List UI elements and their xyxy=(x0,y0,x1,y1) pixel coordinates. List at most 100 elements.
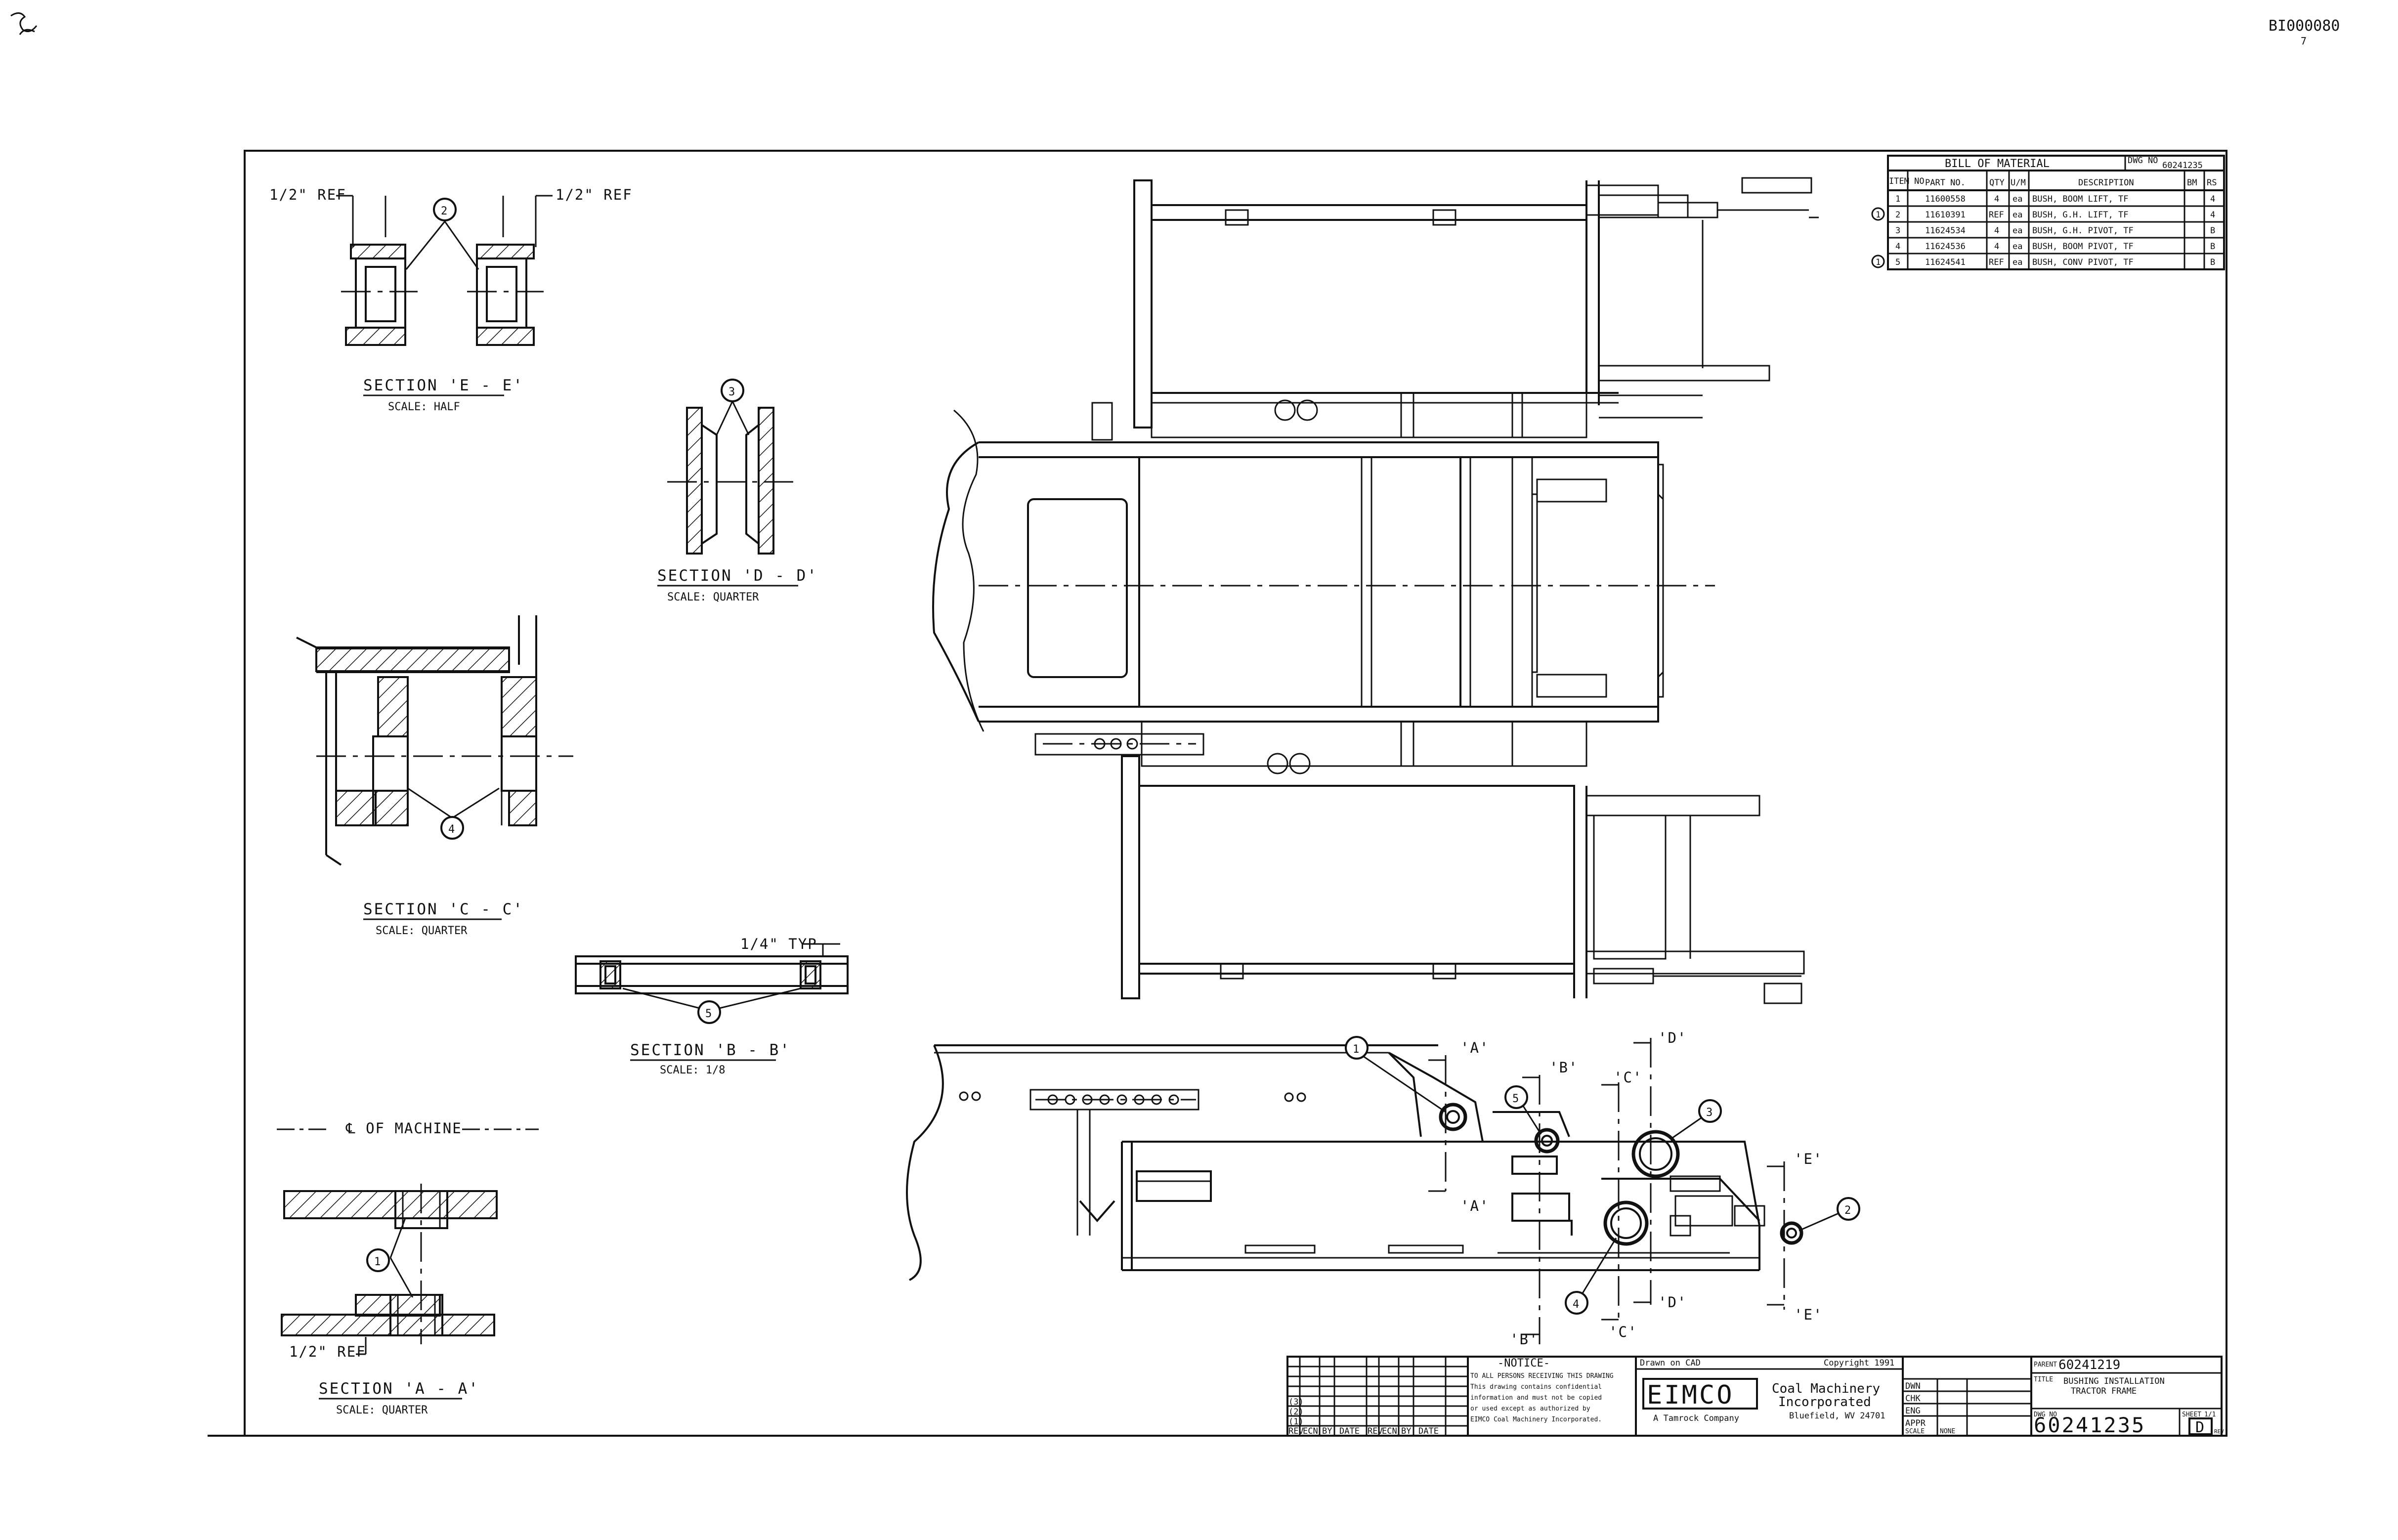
svg-text:CHK: CHK xyxy=(1905,1394,1921,1404)
parent-number: 60241219 xyxy=(2058,1358,2120,1372)
svg-text:1: 1 xyxy=(1353,1043,1359,1056)
svg-text:NONE: NONE xyxy=(1940,1428,1955,1435)
approval-grid: DWN CHK ENG APPR SCALE NONE xyxy=(1903,1378,2031,1436)
svg-text:4: 4 xyxy=(1994,242,1999,252)
bom-row: 1 5 11624541 REF ea BUSH, CONV PIVOT, TF… xyxy=(1871,255,2215,268)
svg-text:or used except as authorized b: or used except as authorized by xyxy=(1470,1405,1590,1412)
svg-text:4: 4 xyxy=(1994,226,1999,236)
cut-b-bottom: 'B' xyxy=(1510,1331,1539,1348)
svg-text:1: 1 xyxy=(1876,210,1881,220)
svg-text:3: 3 xyxy=(728,386,735,398)
svg-text:11600558: 11600558 xyxy=(1925,194,1966,204)
svg-text:1: 1 xyxy=(1876,257,1881,267)
title-block: (3) (2) (1) REV ECN BY DATE REV ECN BY D… xyxy=(1286,1356,2224,1437)
svg-text:2: 2 xyxy=(441,205,447,217)
section-e-scale: SCALE: HALF xyxy=(388,401,460,413)
drawing-title-area: PARENT 60241219 TITLE BUSHING INSTALLATI… xyxy=(2031,1358,2224,1437)
bom-row: 4 11624536 4 ea BUSH, BOOM PIVOT, TF B xyxy=(1895,242,2215,252)
section-e-title: SECTION 'E - E' xyxy=(363,377,524,394)
corner-mark: 7 xyxy=(2301,35,2307,47)
cut-e-top: 'E' xyxy=(1794,1151,1823,1167)
revision-grid: (3) (2) (1) REV ECN BY DATE REV ECN BY D… xyxy=(1287,1357,1468,1436)
bom-header-desc: DESCRIPTION xyxy=(2078,178,2134,188)
section-a-scale: SCALE: QUARTER xyxy=(336,1404,428,1416)
svg-text:3: 3 xyxy=(1706,1107,1713,1119)
svg-text:REF: REF xyxy=(1989,257,2004,267)
balloon-item-4-side: 4 xyxy=(1565,1291,1588,1315)
bom-row: 1 11600558 4 ea BUSH, BOOM LIFT, TF 4 xyxy=(1895,194,2215,204)
svg-text:REV: REV xyxy=(1368,1426,1383,1436)
cut-d-top: 'D' xyxy=(1658,1029,1687,1046)
svg-text:Copyright 1991: Copyright 1991 xyxy=(1824,1358,1894,1368)
svg-text:11624541: 11624541 xyxy=(1925,257,1966,267)
section-d-title: SECTION 'D - D' xyxy=(657,567,818,585)
svg-text:1: 1 xyxy=(374,1256,381,1268)
svg-text:DWG NO: DWG NO xyxy=(2034,1411,2057,1418)
cut-b-top: 'B' xyxy=(1549,1059,1578,1076)
svg-text:Drawn on CAD: Drawn on CAD xyxy=(1640,1358,1701,1368)
svg-text:BUSH, G.H. LIFT, TF: BUSH, G.H. LIFT, TF xyxy=(2032,210,2128,220)
bom-header-qty: QTY xyxy=(1989,178,2005,188)
svg-text:information and must not be co: information and must not be copied xyxy=(1470,1394,1602,1402)
svg-text:Bluefield, WV 24701: Bluefield, WV 24701 xyxy=(1789,1411,1885,1421)
svg-text:ea: ea xyxy=(2013,257,2022,267)
svg-text:BY: BY xyxy=(1322,1426,1332,1436)
section-c-c: 4 SECTION 'C - C' SCALE: QUARTER xyxy=(296,615,573,937)
svg-text:TITLE: TITLE xyxy=(2034,1376,2053,1383)
svg-text:EIMCO Coal Machinery Incorpora: EIMCO Coal Machinery Incorporated. xyxy=(1470,1416,1602,1423)
svg-text:B: B xyxy=(2210,242,2215,252)
bom-header-um: U/M xyxy=(2011,178,2026,188)
svg-text:B: B xyxy=(2210,226,2215,236)
bom-header-bm: BM xyxy=(2187,178,2197,188)
svg-text:TO ALL PERSONS RECEIVING THIS: TO ALL PERSONS RECEIVING THIS DRAWING xyxy=(1470,1372,1614,1380)
cut-a-bottom: 'A' xyxy=(1460,1198,1489,1214)
balloon-item-5-side: 5 xyxy=(1504,1085,1528,1109)
section-d-scale: SCALE: QUARTER xyxy=(667,591,759,603)
bom-header-item: ITEM NO xyxy=(1889,176,1925,186)
drawing-title-line1: BUSHING INSTALLATION xyxy=(2063,1376,2165,1386)
bom-dwg-label: DWG NO xyxy=(2128,156,2158,166)
svg-text:DATE: DATE xyxy=(1418,1426,1439,1436)
company-block: Drawn on CAD Copyright 1991 EIMCO Coal M… xyxy=(1636,1358,1903,1423)
document-id: BI000080 xyxy=(2269,17,2340,35)
bom-title: BILL OF MATERIAL xyxy=(1945,158,2050,170)
notice-box: -NOTICE- TO ALL PERSONS RECEIVING THIS D… xyxy=(1470,1357,1614,1423)
revision-letter: D xyxy=(2195,1419,2204,1436)
ref-dim-right: 1/2" REF xyxy=(556,186,633,203)
svg-text:3: 3 xyxy=(1895,226,1900,236)
balloon-item-1-section: 1 xyxy=(366,1248,390,1272)
svg-text:ea: ea xyxy=(2013,226,2022,236)
svg-text:ECN: ECN xyxy=(1303,1426,1318,1436)
bom-row: 1 2 11610391 REF ea BUSH, G.H. LIFT, TF … xyxy=(1871,207,2215,221)
section-a-a: ℄ OF MACHINE 1 1/2" REF SECTION 'A - A' … xyxy=(277,1120,539,1416)
svg-text:PARENT: PARENT xyxy=(2034,1361,2057,1369)
bill-of-material: BILL OF MATERIAL DWG NO 60241235 ITEM NO… xyxy=(1871,155,2225,270)
svg-text:A Tamrock Company: A Tamrock Company xyxy=(1653,1413,1739,1423)
ref-dim-left: 1/2" REF xyxy=(269,186,346,203)
svg-text:DATE: DATE xyxy=(1339,1426,1360,1436)
svg-text:SCALE: SCALE xyxy=(1905,1428,1925,1435)
bom-dwg-no: 60241235 xyxy=(2162,161,2203,171)
svg-text:(1): (1) xyxy=(1288,1417,1304,1427)
svg-text:Incorporated: Incorporated xyxy=(1778,1395,1871,1410)
svg-text:ea: ea xyxy=(2013,242,2022,252)
svg-text:BUSH, BOOM PIVOT, TF: BUSH, BOOM PIVOT, TF xyxy=(2032,242,2134,252)
cut-a-top: 'A' xyxy=(1460,1039,1489,1056)
section-c-scale: SCALE: QUARTER xyxy=(376,925,468,937)
svg-text:SHEET: SHEET xyxy=(2182,1411,2201,1418)
section-a-title: SECTION 'A - A' xyxy=(319,1380,479,1398)
balloon-item-5: 5 xyxy=(697,1000,721,1024)
svg-text:This drawing contains confiden: This drawing contains confidential xyxy=(1470,1383,1602,1391)
svg-text:4: 4 xyxy=(1895,242,1900,252)
section-c-title: SECTION 'C - C' xyxy=(363,900,524,918)
svg-text:REV: REV xyxy=(1288,1426,1304,1436)
svg-text:1/1: 1/1 xyxy=(2204,1411,2216,1418)
svg-text:DWN: DWN xyxy=(1905,1381,1921,1391)
svg-text:5: 5 xyxy=(1895,257,1900,267)
bom-header-part: PART NO. xyxy=(1925,178,1966,188)
svg-text:11624536: 11624536 xyxy=(1925,242,1966,252)
cut-c-bottom: 'C' xyxy=(1609,1324,1637,1340)
svg-text:1: 1 xyxy=(1895,194,1900,204)
svg-text:4: 4 xyxy=(1573,1298,1579,1311)
